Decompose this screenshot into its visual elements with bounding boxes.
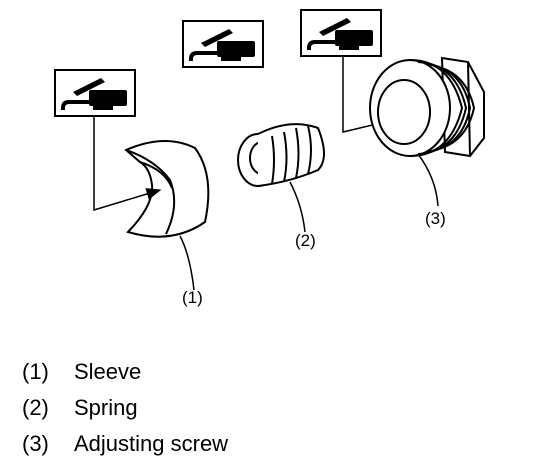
spring-part [237,123,325,187]
grease-gun-icon [299,8,383,58]
callout-label-1: (1) [182,288,203,307]
exploded-parts-diagram: (1) (2) (3) [53,8,485,307]
legend-part-name: Adjusting screw [74,431,229,456]
parts-legend: (1) Sleeve (2) Spring (3) Adjusting scre… [22,354,542,462]
legend-number: (3) [22,431,49,456]
legend-number: (1) [22,359,49,384]
legend-item: (3) Adjusting screw [22,426,542,462]
legend-item: (2) Spring [22,390,542,426]
legend-part-name: Spring [74,395,138,420]
legend-item: (1) Sleeve [22,354,542,390]
callout-label-3: (3) [425,209,446,228]
lubrication-arrow [93,116,162,212]
legend-part-name: Sleeve [74,359,142,384]
leader-line-1 [179,235,195,291]
legend-number: (2) [22,395,49,420]
adjusting-screw-part [369,56,485,158]
sleeve-part [124,139,210,238]
leader-line-2 [289,181,306,233]
grease-gun-icon [181,19,265,69]
callout-label-2: (2) [295,231,316,250]
leader-line-3 [417,153,439,207]
grease-gun-icon [53,68,137,118]
